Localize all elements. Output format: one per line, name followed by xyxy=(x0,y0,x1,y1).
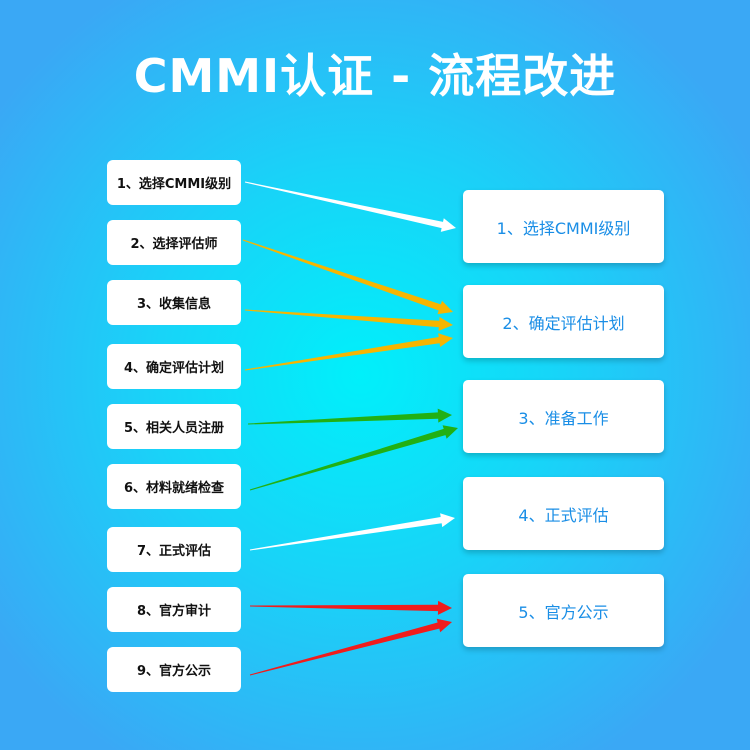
page-title: CMMI认证 - 流程改进 xyxy=(133,49,617,103)
left-step-5: 5、相关人员注册 xyxy=(107,404,241,449)
right-phase-4: 4、正式评估 xyxy=(463,477,664,550)
left-step-8: 8、官方审计 xyxy=(107,587,241,632)
arrow-9 xyxy=(249,618,452,676)
left-step-1: 1、选择CMMI级别 xyxy=(107,160,241,205)
arrow-8 xyxy=(250,600,452,615)
right-phase-1: 1、选择CMMI级别 xyxy=(463,190,664,263)
arrow-7 xyxy=(249,513,455,551)
left-step-2: 2、选择评估师 xyxy=(107,220,241,265)
arrow-1 xyxy=(244,181,456,232)
left-step-4: 4、确定评估计划 xyxy=(107,344,241,389)
right-phase-3: 3、准备工作 xyxy=(463,380,664,453)
arrow-2 xyxy=(242,239,453,315)
left-step-7: 7、正式评估 xyxy=(107,527,241,572)
left-step-6: 6、材料就绪检查 xyxy=(107,464,241,509)
arrow-6 xyxy=(249,425,458,491)
right-phase-2: 2、确定评估计划 xyxy=(463,285,664,358)
left-step-3: 3、收集信息 xyxy=(107,280,241,325)
arrow-4 xyxy=(244,333,453,371)
right-phase-5: 5、官方公示 xyxy=(463,574,664,647)
arrow-3 xyxy=(245,309,453,331)
arrow-5 xyxy=(248,408,452,425)
left-step-9: 9、官方公示 xyxy=(107,647,241,692)
